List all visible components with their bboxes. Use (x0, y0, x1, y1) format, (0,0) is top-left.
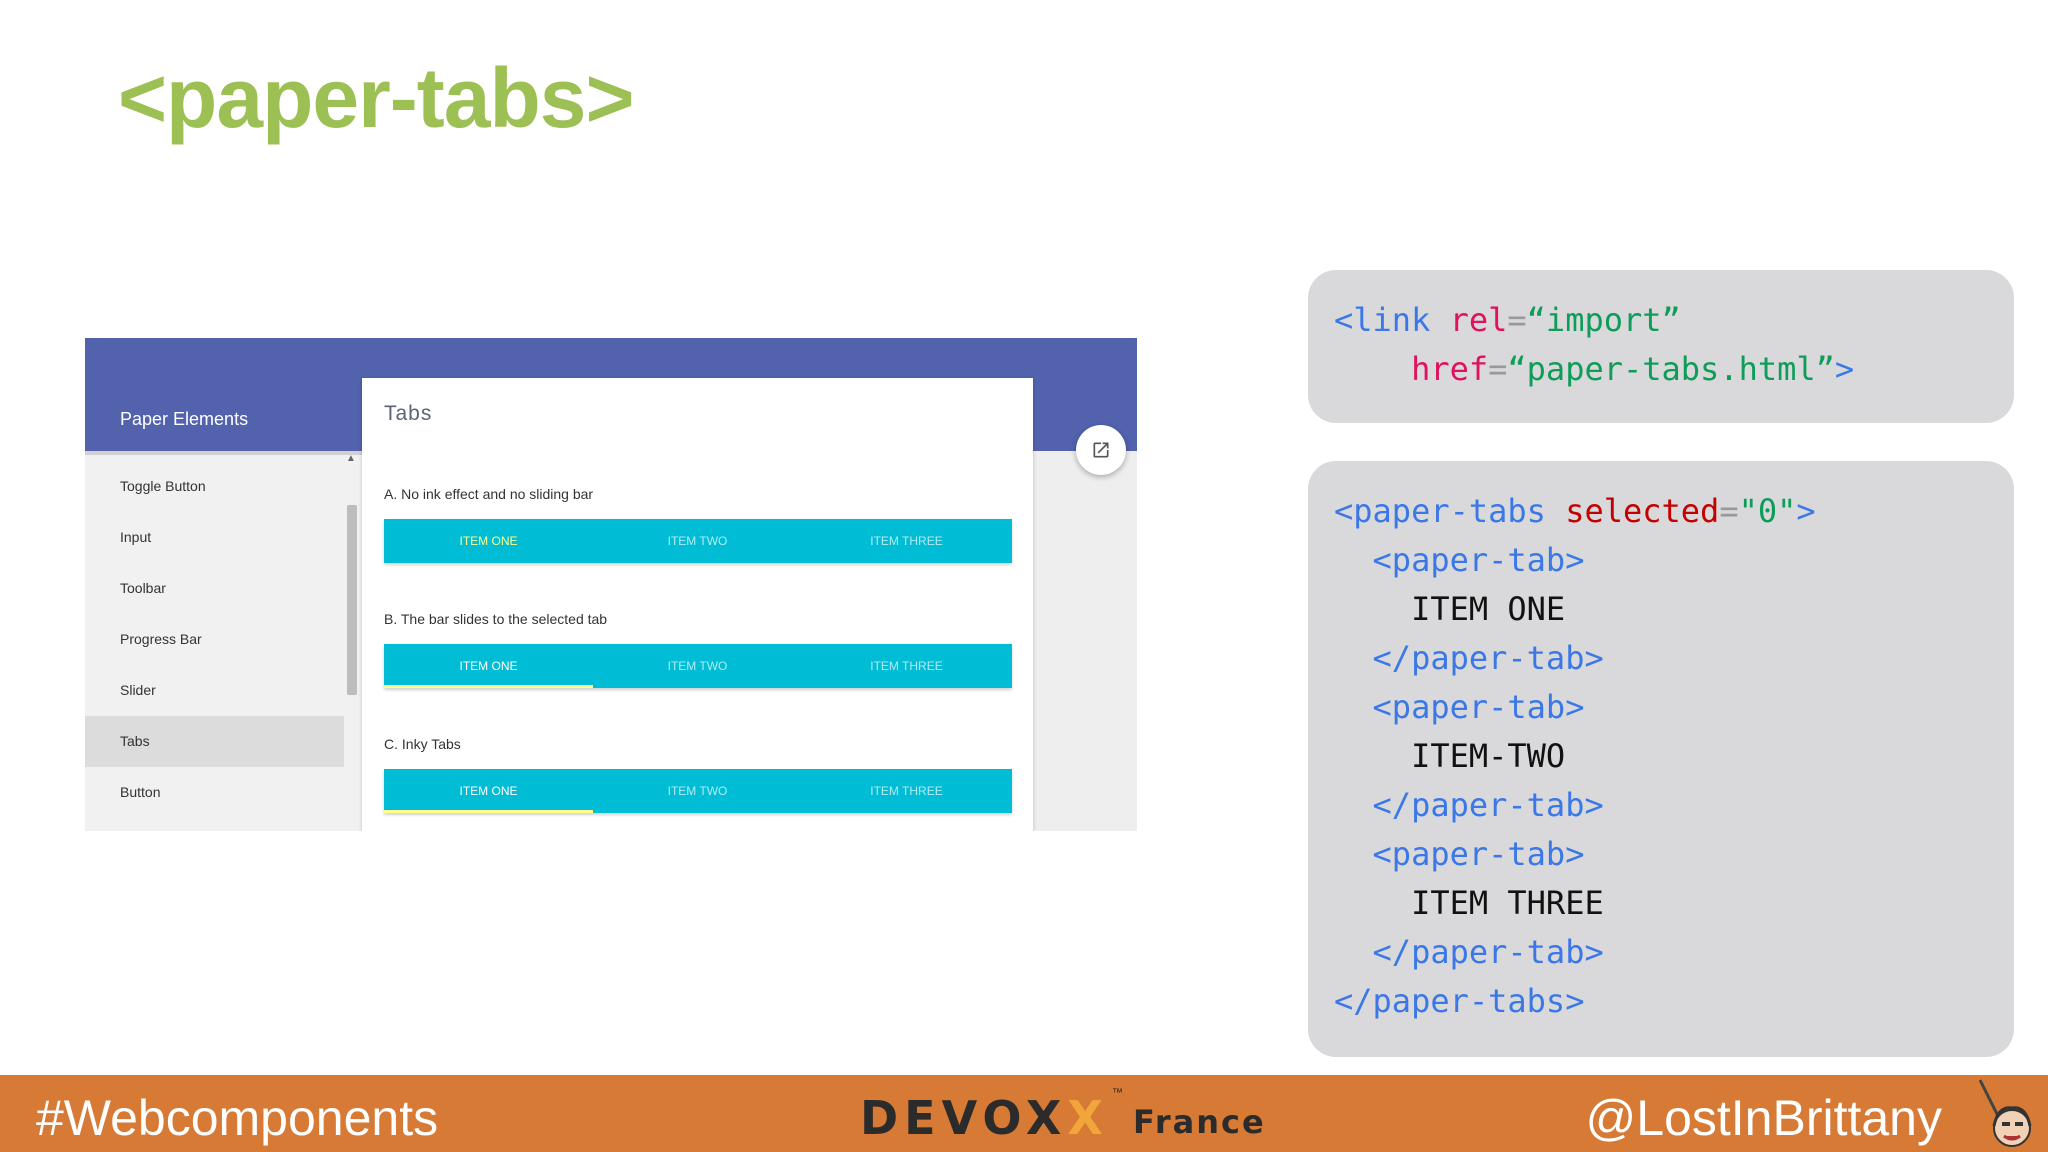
code-text: ITEM-TWO (1411, 737, 1566, 775)
code-token: = (1719, 492, 1739, 530)
tab-item-one[interactable]: ITEM ONE (459, 784, 518, 798)
app-title: Paper Elements (120, 409, 249, 429)
tab-item-three[interactable]: ITEM THREE (870, 534, 943, 548)
logo-text: DEVOX (860, 1091, 1068, 1145)
tab-item-one[interactable]: ITEM ONE (459, 659, 518, 673)
code-token: </paper-tab> (1372, 639, 1604, 677)
code-token: <paper-tab> (1372, 541, 1585, 579)
sidebar-item-input[interactable]: Input (85, 512, 344, 563)
tab-item-one[interactable]: ITEM ONE (459, 534, 518, 548)
card-title: Tabs (384, 402, 433, 425)
selection-bar (384, 810, 593, 813)
sidebar-item-label: Button (120, 784, 161, 800)
tabs-demo-card: Tabs A. No ink effect and no sliding bar… (362, 378, 1033, 831)
sidebar-item-button[interactable]: Button (85, 767, 344, 818)
paper-tabs-code-block: <paper-tabs selected="0"> <paper-tab> IT… (1308, 461, 2014, 1057)
import-code-block: <link rel=“import” href=“paper-tabs.html… (1308, 270, 2014, 423)
sidebar-item-slider[interactable]: Slider (85, 665, 344, 716)
sidebar-item-label: Toolbar (120, 580, 166, 596)
code-token: <paper-tabs (1334, 492, 1546, 530)
tabbar-a: ITEM ONE ITEM TWO ITEM THREE (384, 519, 1012, 563)
logo-sub: France (1133, 1103, 1266, 1141)
sidebar-item-label: Toggle Button (120, 478, 206, 494)
section-c-label: C. Inky Tabs (384, 736, 461, 752)
code-token: <paper-tab> (1372, 835, 1585, 873)
code-token: = (1488, 350, 1508, 388)
logo-x: X (1067, 1091, 1109, 1145)
code-token: <link (1334, 301, 1431, 339)
footer-bar: #Webcomponents DEVOXX ™ France @LostInBr… (0, 1075, 2048, 1152)
sidebar-scrollbar-thumb[interactable] (347, 505, 357, 695)
sidebar-item-label: Tabs (120, 733, 150, 749)
sidebar-item-tabs[interactable]: Tabs (85, 716, 344, 767)
code-token: <paper-tab> (1372, 688, 1585, 726)
tabbar-c: ITEM ONE ITEM TWO ITEM THREE (384, 769, 1012, 813)
code-token: "0" (1738, 492, 1797, 530)
header-shadow (85, 451, 362, 455)
section-b-label: B. The bar slides to the selected tab (384, 611, 608, 627)
tab-item-two[interactable]: ITEM TWO (667, 784, 728, 798)
code-token: rel (1449, 301, 1508, 339)
code-token: selected (1565, 492, 1720, 530)
logo-tm: ™ (1112, 1087, 1123, 1099)
slide-title: <paper-tabs> (118, 51, 635, 145)
footer-handle: @LostInBrittany (1585, 1090, 1942, 1146)
tabbar-b: ITEM ONE ITEM TWO ITEM THREE (384, 644, 1012, 688)
open-in-new-icon (1093, 442, 1109, 458)
tab-item-three[interactable]: ITEM THREE (870, 659, 943, 673)
tab-item-three[interactable]: ITEM THREE (870, 784, 943, 798)
code-token: = (1507, 301, 1527, 339)
code-token: </paper-tabs> (1334, 982, 1585, 1020)
sidebar-item-label: Slider (120, 682, 156, 698)
tab-item-two[interactable]: ITEM TWO (667, 534, 728, 548)
sidebar-item-label: Input (120, 529, 152, 545)
sidebar: Toggle Button Input Toolbar Progress Bar… (85, 453, 362, 831)
sidebar-item-toggle-button[interactable]: Toggle Button (85, 461, 344, 512)
code-token: “paper-tabs.html” (1507, 350, 1835, 388)
code-token: > (1796, 492, 1816, 530)
code-text: ITEM ONE (1411, 590, 1566, 628)
code-token: href (1411, 350, 1489, 388)
code-text: ITEM THREE (1411, 884, 1604, 922)
open-in-new-button[interactable] (1076, 425, 1126, 475)
scroll-up-arrow-icon[interactable]: ▲ (346, 453, 356, 464)
sidebar-item-progress-bar[interactable]: Progress Bar (85, 614, 344, 665)
tab-item-two[interactable]: ITEM TWO (667, 659, 728, 673)
selection-bar (384, 685, 593, 688)
code-token: > (1834, 350, 1855, 388)
section-a-label: A. No ink effect and no sliding bar (384, 486, 594, 502)
devoxx-logo: DEVOXX (860, 1091, 1109, 1145)
sidebar-item-label: Progress Bar (120, 631, 202, 647)
code-token: </paper-tab> (1372, 933, 1604, 971)
speaker-avatar-icon (1978, 1079, 2032, 1147)
sidebar-item-toolbar[interactable]: Toolbar (85, 563, 344, 614)
footer-hashtag: #Webcomponents (36, 1090, 439, 1146)
code-token: “import” (1526, 301, 1681, 339)
code-token: </paper-tab> (1372, 786, 1604, 824)
demo-screenshot: Paper Elements Toggle Button Input Toolb… (85, 338, 1137, 831)
